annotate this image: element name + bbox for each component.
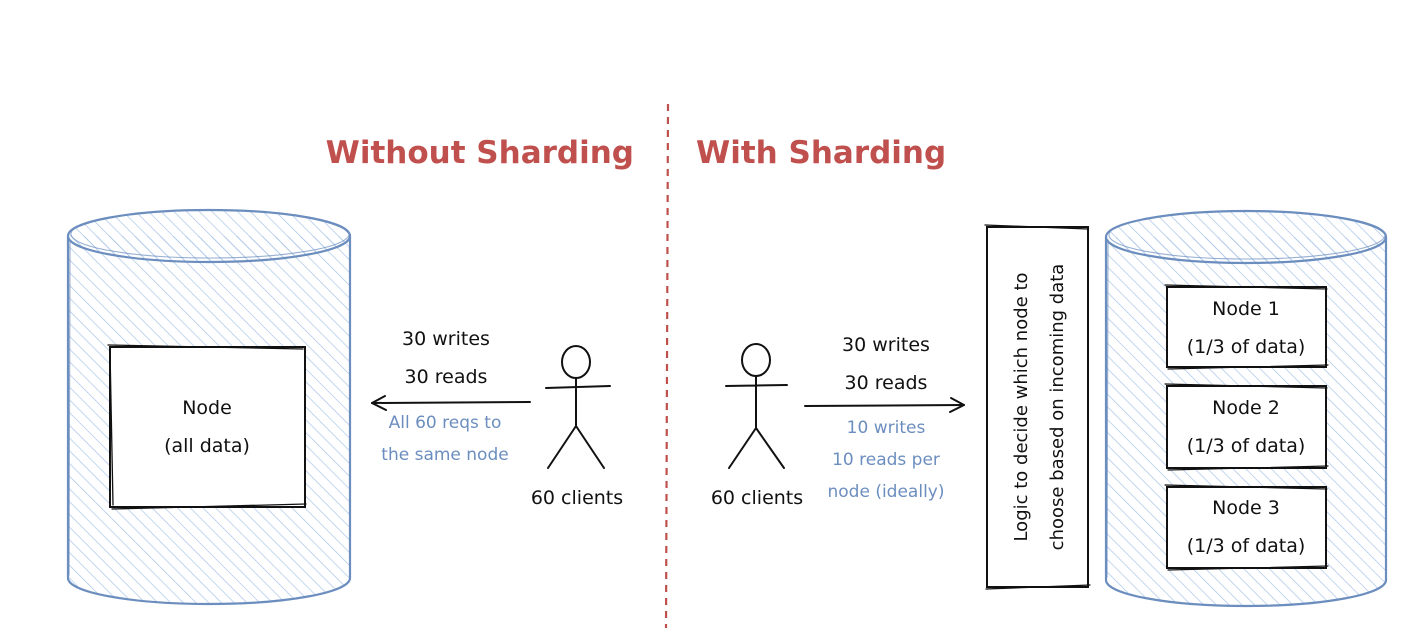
right-reads-label: 30 reads <box>845 372 928 394</box>
right-note-line3: node (ideally) <box>828 482 945 502</box>
node-data-label: (all data) <box>164 435 250 457</box>
routing-logic-line1: Logic to decide which node to <box>1011 272 1032 541</box>
left-note-line1: All 60 reqs to <box>389 413 502 433</box>
shard-node-3: Node 3 (1/3 of data) <box>1164 484 1329 571</box>
node-box-all-data: Node (all data) <box>107 344 307 510</box>
divider-line <box>664 103 670 629</box>
left-reads-label: 30 reads <box>405 366 488 388</box>
routing-logic-box: Logic to decide which node to choose bas… <box>984 224 1091 590</box>
shard-node-1-data: (1/3 of data) <box>1187 336 1306 358</box>
title-without-sharding: Without Sharding <box>326 135 634 171</box>
stick-figure-icon <box>725 343 788 469</box>
left-writes-label: 30 writes <box>402 328 490 350</box>
title-with-sharding: With Sharding <box>696 135 946 171</box>
shard-node-1-name: Node 1 <box>1212 298 1280 320</box>
right-clients-label: 60 clients <box>711 487 803 509</box>
left-clients-label: 60 clients <box>531 487 623 509</box>
routing-logic-line2: choose based on incoming data <box>1047 264 1068 551</box>
right-writes-label: 30 writes <box>842 334 930 356</box>
shard-node-3-data: (1/3 of data) <box>1187 535 1306 557</box>
arrow-left-icon <box>371 395 531 411</box>
right-note-line2: 10 reads per <box>832 450 940 470</box>
arrow-right-icon <box>804 397 965 413</box>
shard-node-1: Node 1 (1/3 of data) <box>1164 284 1329 370</box>
shard-node-3-name: Node 3 <box>1212 497 1280 519</box>
shard-node-2-data: (1/3 of data) <box>1187 435 1306 457</box>
shard-node-2: Node 2 (1/3 of data) <box>1164 383 1329 471</box>
stick-figure-icon <box>545 345 611 469</box>
node-label: Node <box>182 397 232 419</box>
right-note-line1: 10 writes <box>847 418 926 438</box>
shard-node-2-name: Node 2 <box>1212 397 1280 419</box>
left-note-line2: the same node <box>381 445 508 465</box>
